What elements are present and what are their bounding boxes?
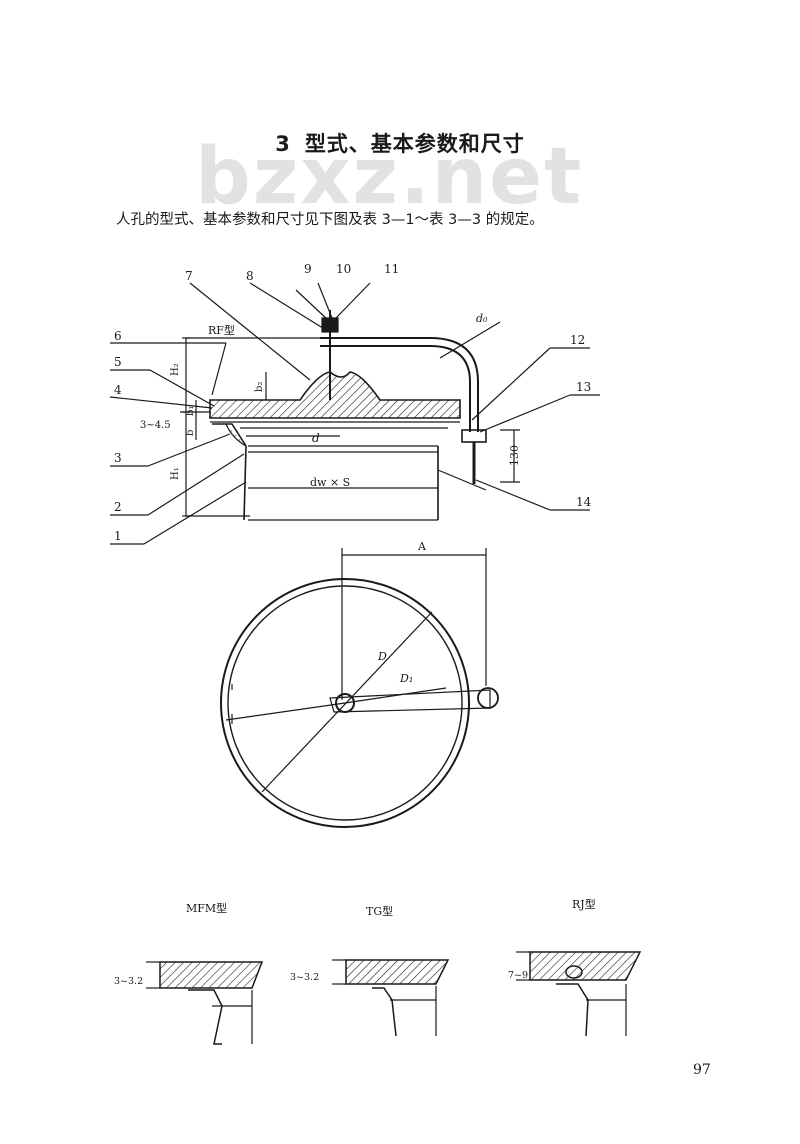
callout-1: 1 <box>114 529 122 543</box>
callout-2: 2 <box>114 500 122 514</box>
dim-h2: H₂ <box>170 363 181 376</box>
variant-rj-label: RJ型 <box>572 897 596 911</box>
dim-d: d <box>312 431 320 445</box>
rf-type-label: RF型 <box>208 323 235 337</box>
callout-11: 11 <box>384 262 399 276</box>
variant-rj <box>516 951 642 1037</box>
callout-9: 9 <box>304 262 312 276</box>
callout-14: 14 <box>576 495 592 509</box>
variant-tg-label: TG型 <box>366 904 393 918</box>
variant-tg-gap: 3~3.2 <box>290 972 319 983</box>
section-number: 3 <box>275 132 291 156</box>
section-title: 3 型式、基本参数和尺寸 <box>0 128 800 158</box>
callout-7: 7 <box>185 269 193 283</box>
callout-12: 12 <box>570 333 585 347</box>
variant-mfm-label: MFM型 <box>186 901 227 915</box>
variant-views <box>146 951 642 1045</box>
dim-d-plan: D <box>377 650 387 663</box>
dim-b2: b₂ <box>254 382 265 392</box>
dim-d1: D₁ <box>399 672 413 685</box>
drawing-labels: 7 8 9 10 11 6 5 4 3 2 1 12 13 14 RF型 d₀ … <box>114 262 596 987</box>
dim-gap: 3~4.5 <box>140 420 171 431</box>
callout-13: 13 <box>576 380 591 394</box>
variant-tg <box>332 959 450 1037</box>
dim-d0: d₀ <box>476 312 488 325</box>
variant-mfm-gap: 3~3.2 <box>114 976 143 987</box>
section-heading: 型式、基本参数和尺寸 <box>304 132 525 156</box>
dim-h1: H₁ <box>170 467 181 480</box>
section-view <box>109 282 600 545</box>
dim-dw-s: dw × S <box>310 476 350 489</box>
callout-8: 8 <box>246 269 254 283</box>
variant-rj-gap: 7~9 <box>508 970 528 981</box>
dim-b1: b₁ <box>185 406 196 416</box>
callout-3: 3 <box>114 451 122 465</box>
callout-10: 10 <box>336 262 351 276</box>
page-number: 97 <box>693 1062 711 1078</box>
intro-paragraph: 人孔的型式、基本参数和尺寸见下图及表 3—1～表 3—3 的规定。 <box>116 212 544 228</box>
variant-mfm <box>146 961 264 1045</box>
dim-130: 130 <box>508 445 521 466</box>
callout-4: 4 <box>114 383 122 397</box>
callout-6: 6 <box>114 329 122 343</box>
dim-a: A <box>417 540 427 553</box>
callout-5: 5 <box>114 355 122 369</box>
plan-view <box>220 548 499 828</box>
dim-b: b <box>185 430 196 436</box>
